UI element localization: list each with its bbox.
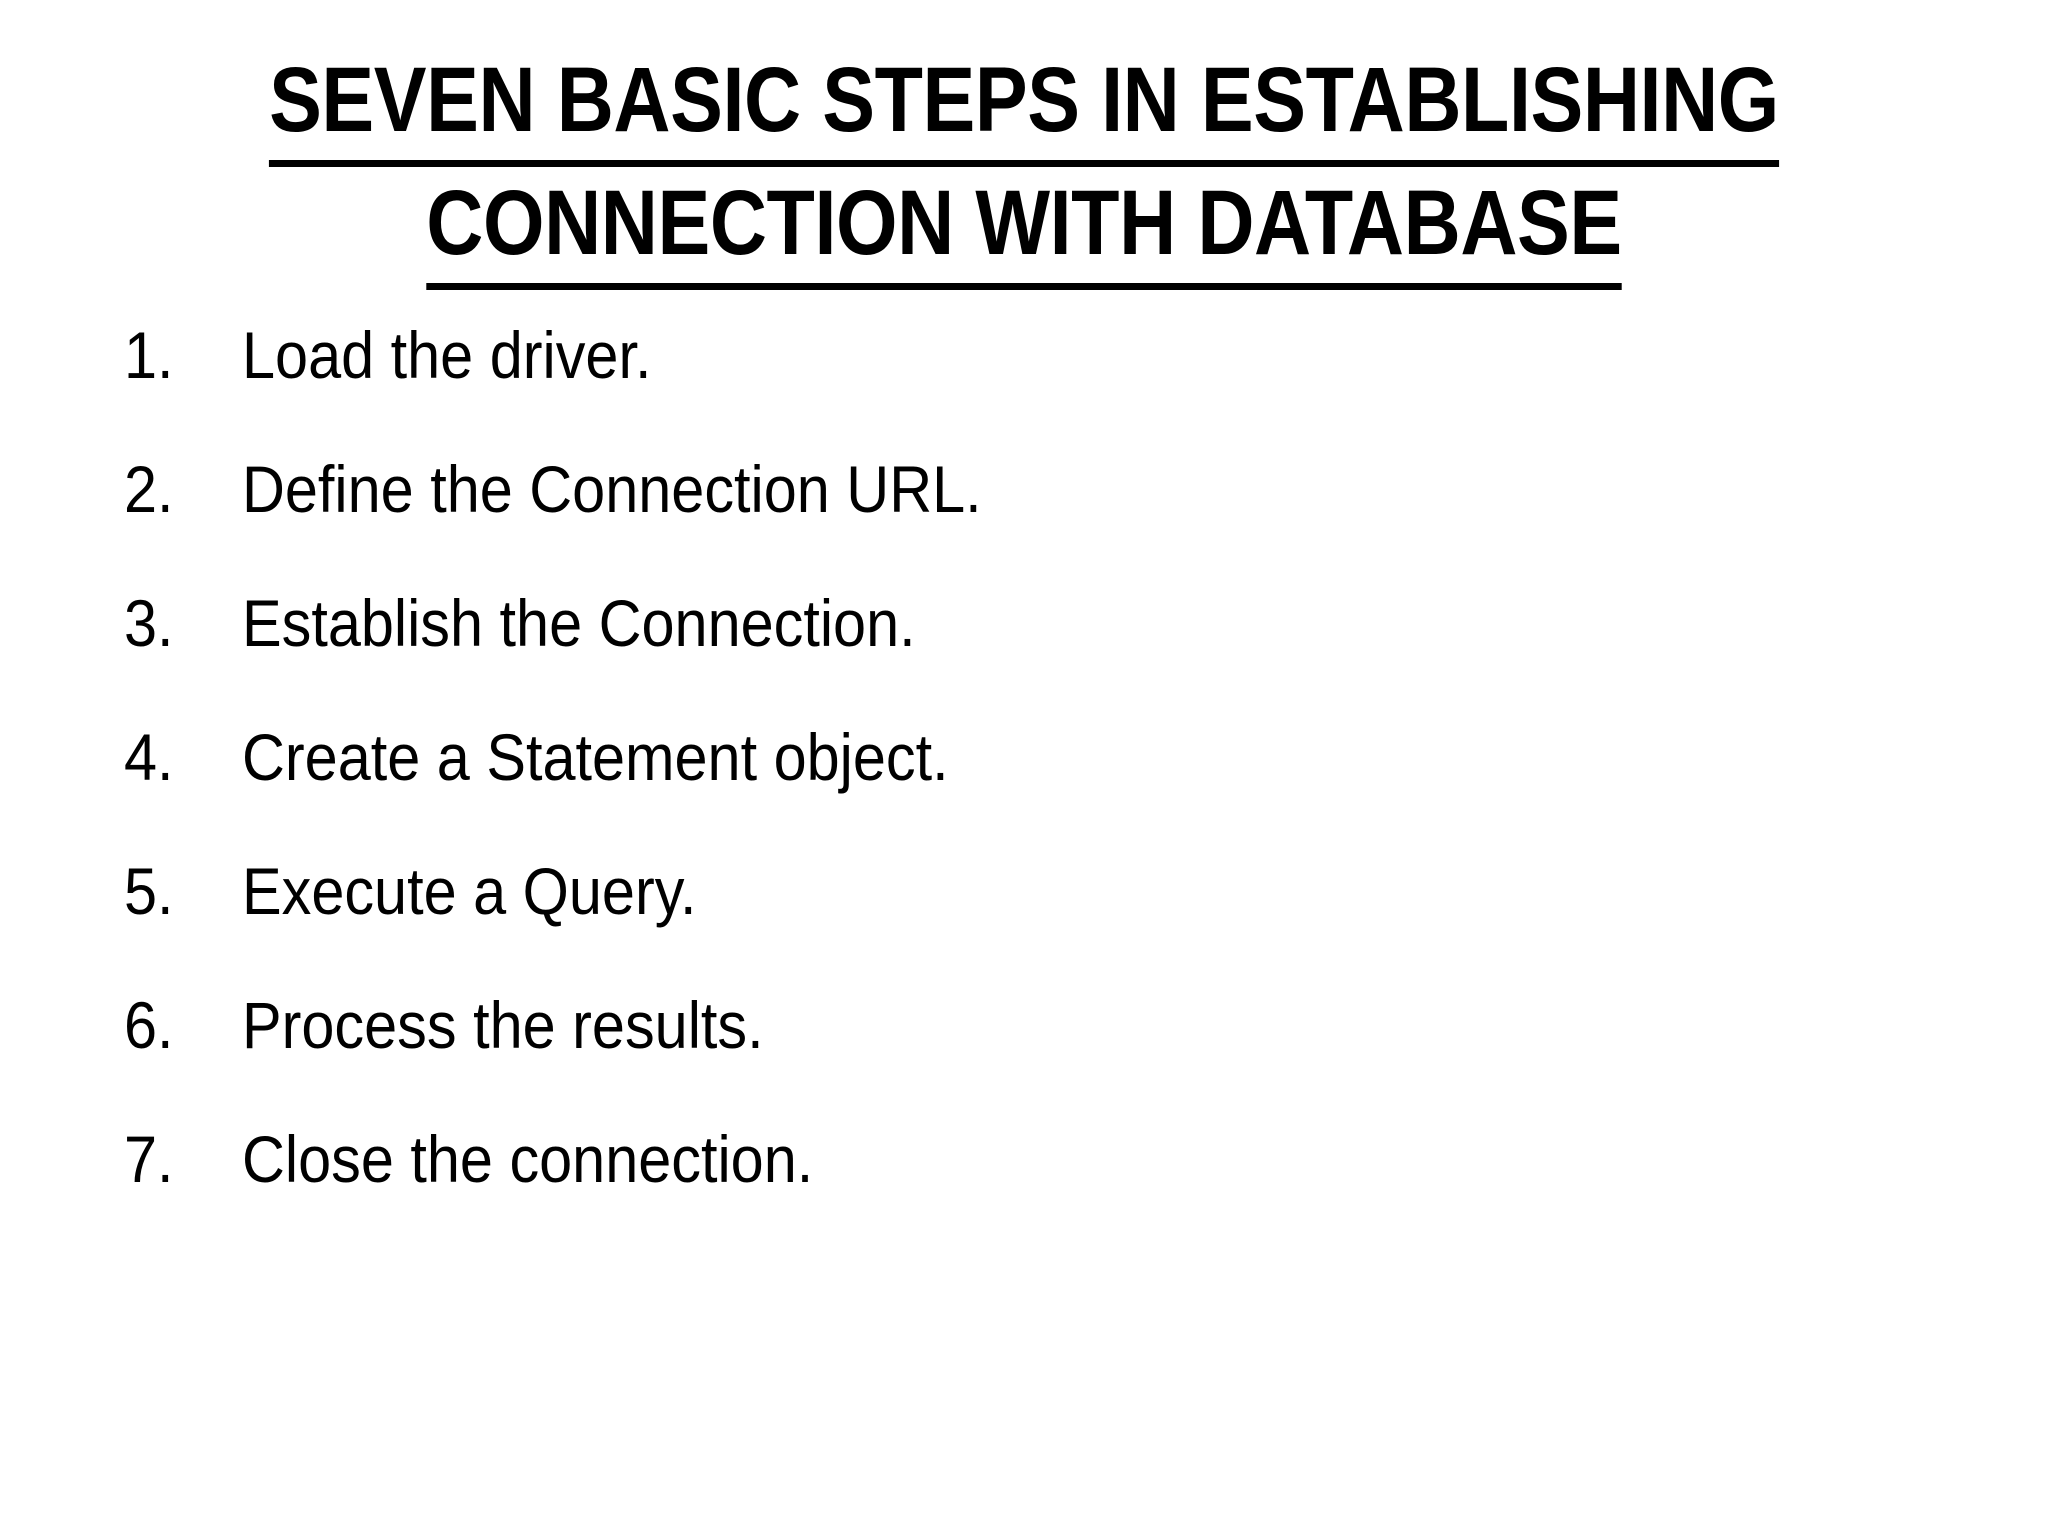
list-item-label: Close the connection. (242, 1122, 814, 1196)
list-item: 6. Process the results. (0, 958, 2048, 1092)
list-item: 4. Create a Statement object. (0, 690, 2048, 824)
page-title: SEVEN BASIC STEPS IN ESTABLISHING CONNEC… (143, 44, 1904, 290)
list-item-label: Process the results. (242, 988, 764, 1062)
list-item-label: Load the driver. (242, 318, 652, 392)
list-item-label: Create a Statement object. (242, 720, 949, 794)
list-item-label: Execute a Query. (242, 854, 697, 928)
list-item-number: 3. (124, 586, 174, 660)
list-item-number: 4. (124, 720, 174, 794)
list-item: 2. Define the Connection URL. (0, 422, 2048, 556)
title-line-2-text: CONNECTION WITH DATABASE (426, 167, 1622, 290)
list-item: 1. Load the driver. (0, 288, 2048, 422)
title-line-1: SEVEN BASIC STEPS IN ESTABLISHING (143, 44, 1904, 167)
list-item-number: 5. (124, 854, 174, 928)
steps-list: 1. Load the driver. 2. Define the Connec… (0, 288, 2048, 1226)
list-item-label: Define the Connection URL. (242, 452, 982, 526)
list-item: 7. Close the connection. (0, 1092, 2048, 1226)
title-line-1-text: SEVEN BASIC STEPS IN ESTABLISHING (269, 44, 1779, 167)
list-item-label: Establish the Connection. (242, 586, 916, 660)
title-line-2: CONNECTION WITH DATABASE (143, 167, 1904, 290)
list-item-number: 6. (124, 988, 174, 1062)
list-item-number: 1. (124, 318, 174, 392)
list-item-number: 7. (124, 1122, 174, 1196)
list-item-number: 2. (124, 452, 174, 526)
list-item: 3. Establish the Connection. (0, 556, 2048, 690)
list-item: 5. Execute a Query. (0, 824, 2048, 958)
